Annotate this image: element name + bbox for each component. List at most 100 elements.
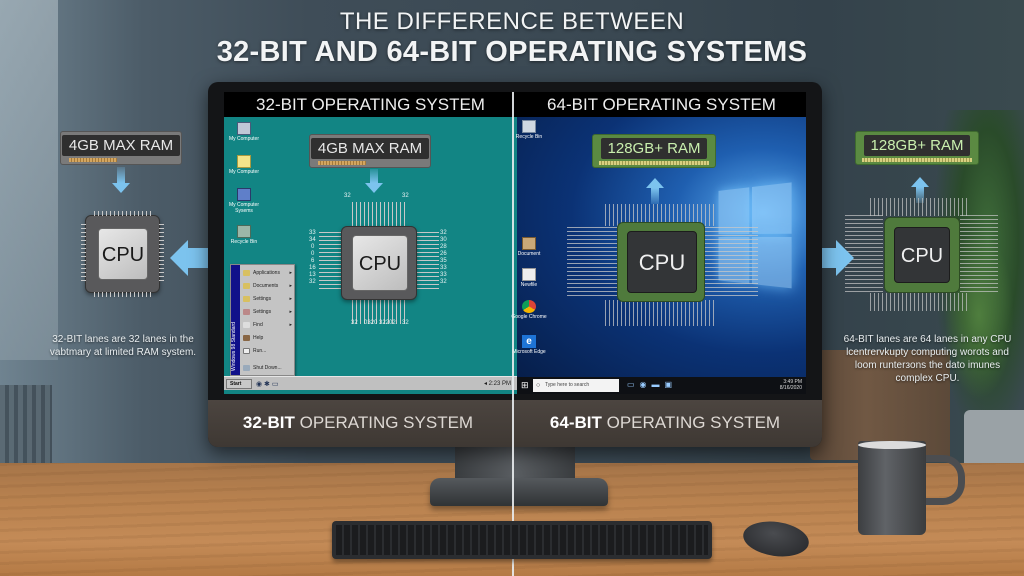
desktop-icon-folder[interactable]: My Computer	[224, 155, 264, 175]
network-icon	[237, 188, 251, 201]
applications-icon	[243, 269, 250, 276]
keyboard	[332, 521, 712, 559]
find-icon	[243, 321, 250, 328]
start-menu-banner: Windows 98 Standard	[231, 265, 240, 375]
lane-number: 30	[440, 237, 447, 243]
lane-number: 0	[311, 251, 315, 257]
start-menu-item[interactable]: Settings▸	[243, 307, 295, 318]
shutdown-icon	[243, 364, 250, 371]
lane-number: 33	[440, 272, 447, 278]
quick-launch-icons[interactable]: ◉ ✱ ▭	[256, 381, 279, 388]
monitor-screen: 32-BIT OPERATING SYSTEM My Computer My C…	[224, 92, 806, 394]
bezel-label-bold: 64-BIT	[549, 413, 602, 432]
lane-number: 13	[309, 272, 316, 278]
desktop-icon-document[interactable]: Document	[509, 237, 549, 257]
lane-number: 32	[402, 320, 409, 326]
chevron-right-icon: ▸	[289, 283, 292, 289]
cpu-pins-right	[159, 224, 164, 284]
chevron-right-icon: ▸	[289, 322, 292, 328]
desktop-icon-edge[interactable]: e Microsoft Edge	[509, 335, 549, 355]
cpu-traces-left	[567, 227, 617, 297]
desktop-icon-label: Recycle Bin	[230, 239, 258, 245]
taskbar-pinned-apps[interactable]: ▭◉▬▣	[627, 380, 678, 389]
arrow-down-icon	[112, 183, 130, 193]
cpu-traces-top	[870, 198, 970, 216]
left-description: 32-BIT lanes are 32 lanes in the vabtmar…	[49, 334, 197, 358]
cpu-traces-right	[960, 215, 998, 295]
desktop-icon-chrome[interactable]: Google Chrome	[509, 300, 549, 320]
title-line-2: 32-BIT AND 64-BIT OPERATING SYSTEMS	[216, 36, 808, 68]
ram-pins	[599, 161, 709, 165]
start-menu-item[interactable]: Applications▸	[243, 268, 295, 279]
cpu-pins-top	[94, 211, 151, 216]
ram-pins	[69, 158, 117, 162]
bezel-label-rest: OPERATING SYSTEM	[294, 413, 474, 432]
arrow-up-icon	[911, 177, 929, 187]
desktop-icon-label: Document	[517, 251, 541, 257]
document-icon	[522, 237, 536, 250]
cpu-pins-bottom	[94, 292, 151, 297]
ram-module-128gb: 128GB+ RAM	[592, 134, 716, 168]
screen-32bit-header: 32-BIT OPERATING SYSTEM	[224, 92, 517, 117]
monitor: 32-BIT OPERATING SYSTEM My Computer My C…	[208, 82, 822, 447]
tray-time: 3:49 PM	[783, 379, 802, 385]
documents-icon	[243, 282, 250, 289]
desktop-icon-file[interactable]: Newfile	[509, 268, 549, 288]
desktop-icon-label: Microsoft Edge	[512, 349, 546, 355]
right-description: 64-BIT lanes are 64 lanes in any CPU lce…	[843, 334, 1012, 384]
ram-label: 4GB MAX RAM	[310, 138, 430, 159]
desktop-icon-recycle-bin[interactable]: Recycle Bin	[509, 120, 549, 140]
file-icon	[522, 268, 536, 281]
lane-number: 32	[344, 193, 351, 199]
taskbar-search-box[interactable]: Type here to search	[533, 379, 619, 392]
desktop-icon-label: My Computer Sysems	[228, 202, 259, 214]
start-menu-item[interactable]: Run...	[243, 346, 295, 357]
chevron-right-icon: ▸	[289, 296, 292, 302]
desktop-icon-recycle-bin[interactable]: Recycle Bin	[224, 225, 264, 245]
start-menu-item[interactable]: Shut Down...	[243, 363, 295, 374]
desktop-icon-network[interactable]: My Computer Sysems	[224, 188, 264, 214]
start-menu-item[interactable]: Help	[243, 333, 295, 344]
lane-number: 33	[440, 265, 447, 271]
lane-number: 32	[402, 193, 409, 199]
start-menu-item[interactable]: Find▸	[243, 320, 295, 331]
desktop-icon-label: My Computer	[228, 169, 259, 175]
cpu-pins-left	[81, 224, 86, 284]
bezel-label-rest: OPERATING SYSTEM	[601, 413, 781, 432]
start-menu-item[interactable]: Documents▸	[243, 281, 295, 292]
chevron-right-icon: ▸	[289, 270, 292, 276]
desktop-icon-label: Newfile	[520, 282, 538, 288]
menu-item-label: Help	[253, 335, 264, 341]
cpu-lanes-right	[417, 232, 439, 290]
start-menu-item[interactable]: Settings▸	[243, 294, 295, 305]
desktop-icon-my-computer[interactable]: My Computer	[224, 122, 264, 142]
chrome-icon	[522, 300, 536, 313]
windows-start-icon[interactable]: ⊞	[521, 380, 529, 390]
cpu-label: CPU	[627, 231, 697, 293]
ram-pins	[862, 158, 972, 162]
folder-icon	[237, 155, 251, 168]
lane-number: 16	[309, 265, 316, 271]
cpu-lanes-left	[319, 232, 341, 290]
lane-number: 32	[351, 320, 358, 326]
coffee-mug	[858, 441, 926, 535]
cpu-chip-32: CPU	[341, 226, 417, 300]
ram-module-4gb: 4GB MAX RAM	[60, 131, 182, 165]
mug-handle	[921, 455, 965, 505]
menu-item-label: Run...	[253, 348, 267, 354]
speaker-icon: ◂	[483, 381, 489, 387]
lane-number: 32202	[379, 320, 396, 326]
lane-number: 0	[311, 244, 315, 250]
cpu-lanes-top	[352, 202, 406, 228]
recycle-bin-icon	[237, 225, 251, 238]
comparison-divider-line	[512, 92, 514, 576]
cpu-chip-32: CPU	[81, 211, 164, 297]
arrow-down-icon	[365, 183, 383, 193]
start-menu: Windows 98 Standard Applications▸ Docume…	[230, 264, 295, 376]
title-line-1: THE DIFFERENCE BETWEEN	[339, 8, 685, 35]
start-button[interactable]: Start	[226, 379, 252, 389]
screen-32bit-desktop: 32-BIT OPERATING SYSTEM My Computer My C…	[224, 92, 517, 394]
background-pot	[964, 410, 1024, 470]
lane-number: 33	[309, 230, 316, 236]
lane-number: 0320	[364, 320, 378, 326]
